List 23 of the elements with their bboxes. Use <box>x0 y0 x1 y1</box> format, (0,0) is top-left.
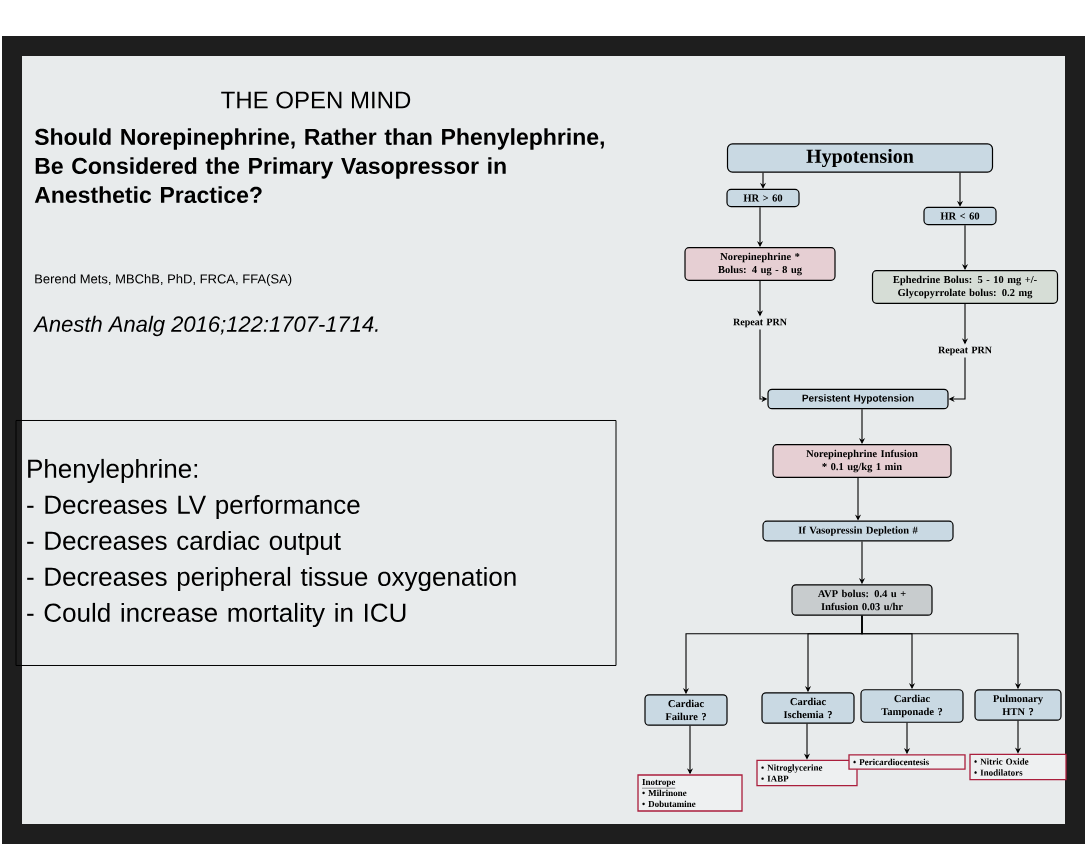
process-box: Persistent Hypotension <box>767 388 949 410</box>
heading: Should Norepinephrine, Rather than Phenylephrine, Be Considered the Primary Vasopressor in Anesthetic Practice? <box>34 128 604 204</box>
treatment-box: • Pericardiocentesis <box>848 754 966 770</box>
process-box: HR < 60 <box>923 206 997 226</box>
text-box: Phenylephrine: - Decreases LV performance - Decreases cardiac output - Decreases peripheral tissue oxygenation - Could increase mortality in ICU <box>15 420 617 666</box>
treatment-box: Inotrope • Milrinone • Dobutamine <box>637 774 743 812</box>
treatment-box: • Nitric Oxide • Inodilators <box>969 753 1067 781</box>
process-box: If Vasopressin Depletion # <box>762 520 954 542</box>
process-box: AVP bolus: 0.4 u + Infusion 0.03 u/hr <box>791 584 933 616</box>
process-box: Pulmonary HTN ? <box>974 689 1062 721</box>
slide-title: THE OPEN MIND <box>221 91 411 109</box>
process-box: Cardiac Failure ? <box>644 694 728 726</box>
process-box: Cardiac Ischemia ? <box>761 692 855 724</box>
process-box: Norepinephrine * Bolus: 4 ug - 8 ug <box>684 247 836 281</box>
step-label: Repeat PRN <box>938 346 992 356</box>
process-box: Norepinephrine Infusion * 0.1 ug/kg 1 min <box>772 444 952 478</box>
process-box: Ephedrine Bolus: 5 - 10 mg +/- Glycopyrrolate bolus: 0.2 mg <box>871 270 1059 304</box>
process-box: HR > 60 <box>726 188 800 208</box>
process-box: Hypotension <box>726 143 994 173</box>
process-box: Cardiac Tamponade ? <box>860 689 964 723</box>
citation: Anesth Analg 2016;122:1707-1714. <box>33 315 378 337</box>
step-label: Repeat PRN <box>733 318 787 328</box>
author-line: Berend Mets, MBChB, PhD, FRCA, FFA(SA) <box>35 273 292 287</box>
